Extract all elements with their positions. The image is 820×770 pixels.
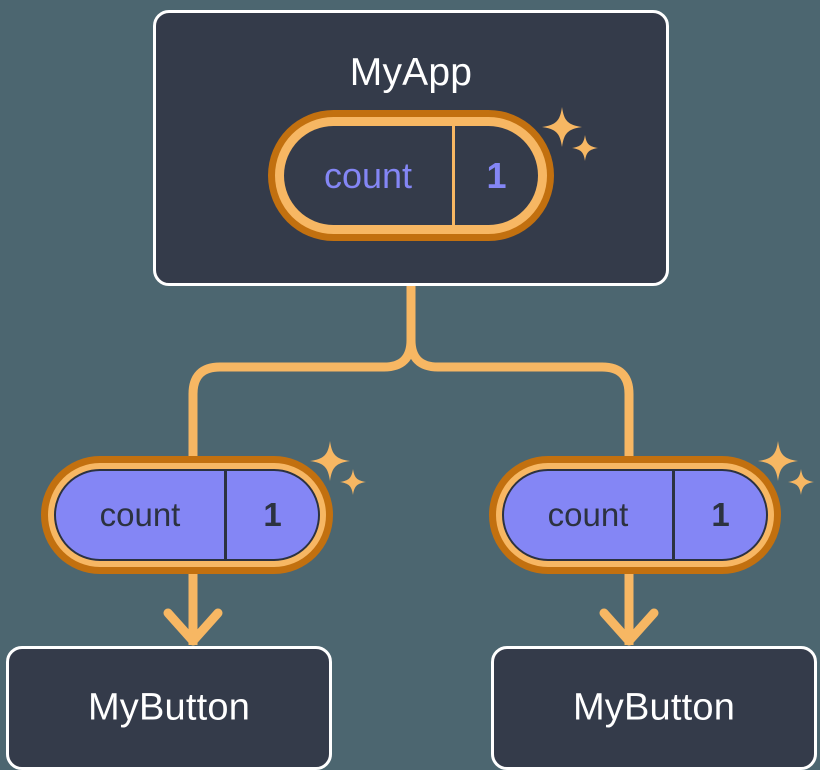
state-pill-root-value: 1 <box>452 126 538 225</box>
leaf-component-label-left: MyButton <box>87 686 251 729</box>
state-pill-left[interactable]: count 1 <box>41 456 333 574</box>
state-pill-right[interactable]: count 1 <box>489 456 781 574</box>
state-pill-root-body: count 1 <box>284 126 538 225</box>
arrowhead-right-icon <box>599 608 659 646</box>
page-title: MyApp <box>349 51 473 94</box>
connector-root-to-right <box>406 281 634 465</box>
state-pill-left-body: count 1 <box>54 469 320 561</box>
leaf-component-card-right[interactable]: MyButton <box>491 646 817 770</box>
state-pill-root-key: count <box>323 154 413 196</box>
state-pill-right-value: 1 <box>672 471 766 559</box>
arrowhead-left-icon <box>163 608 223 646</box>
state-pill-root[interactable]: count 1 <box>268 110 554 241</box>
state-pill-root-ring: count 1 <box>275 117 547 234</box>
state-pill-right-ring: count 1 <box>496 463 774 567</box>
state-pill-right-key: count <box>547 496 629 533</box>
state-pill-left-ring: count 1 <box>48 463 326 567</box>
leaf-component-card-left[interactable]: MyButton <box>6 646 332 770</box>
state-pill-left-key: count <box>99 496 181 533</box>
state-pill-right-body: count 1 <box>502 469 768 561</box>
leaf-component-label-right: MyButton <box>572 686 736 729</box>
state-pill-left-value: 1 <box>224 471 318 559</box>
connector-root-to-left <box>188 281 416 465</box>
